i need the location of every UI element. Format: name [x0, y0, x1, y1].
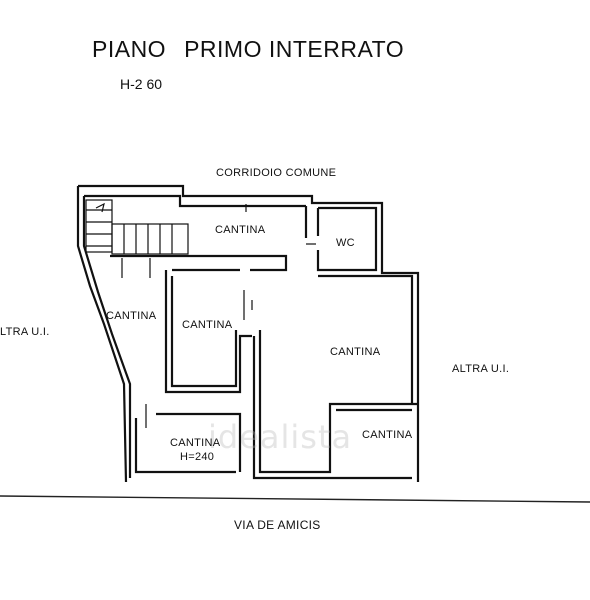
bottom-left-room-b: [134, 418, 236, 474]
plan-title: PIANO PRIMO INTERRATO: [92, 36, 404, 63]
ceiling-height-note: H-2 60: [120, 76, 163, 92]
cantina-bottom-right-label: CANTINA: [362, 429, 413, 441]
cantina-center-left-label: CANTINA: [182, 319, 233, 331]
inner-wall-left: [82, 196, 132, 478]
cantina-bottom-left-label: CANTINA: [170, 437, 221, 449]
cantina-center-label: CANTINA: [330, 346, 381, 358]
cantina-bottom-left-height: H=240: [180, 451, 215, 463]
other-unit-left-label: LTRA U.I.: [0, 326, 50, 338]
cantina-top-wall: [110, 254, 288, 272]
cantina-left-label: CANTINA: [106, 310, 157, 322]
outer-wall-left: [76, 186, 128, 483]
plan-title-level: PRIMO INTERRATO: [184, 36, 405, 62]
center-room: [258, 330, 418, 474]
street-label: VIA DE AMICIS: [234, 518, 321, 532]
outer-wall-top-inner: [84, 194, 306, 208]
street-boundary: [0, 495, 590, 503]
center-room-top: [318, 274, 414, 404]
staircase: [85, 199, 189, 278]
wc-label: WC: [336, 237, 355, 249]
watermark: idealista: [208, 418, 353, 456]
wc-wall: [316, 206, 378, 272]
bottom-left-room: [156, 412, 242, 472]
plan-title-floor: PIANO: [92, 36, 167, 62]
center-room-b: [252, 336, 412, 480]
other-unit-right-label: ALTRA U.I.: [452, 363, 510, 375]
door-marks: [145, 204, 316, 428]
corridor-label: CORRIDOIO COMUNE: [216, 167, 337, 179]
center-left-room: [164, 270, 252, 394]
cantina-top-label: CANTINA: [215, 224, 266, 236]
outer-wall: [78, 184, 420, 482]
center-left-room-b: [170, 276, 238, 388]
